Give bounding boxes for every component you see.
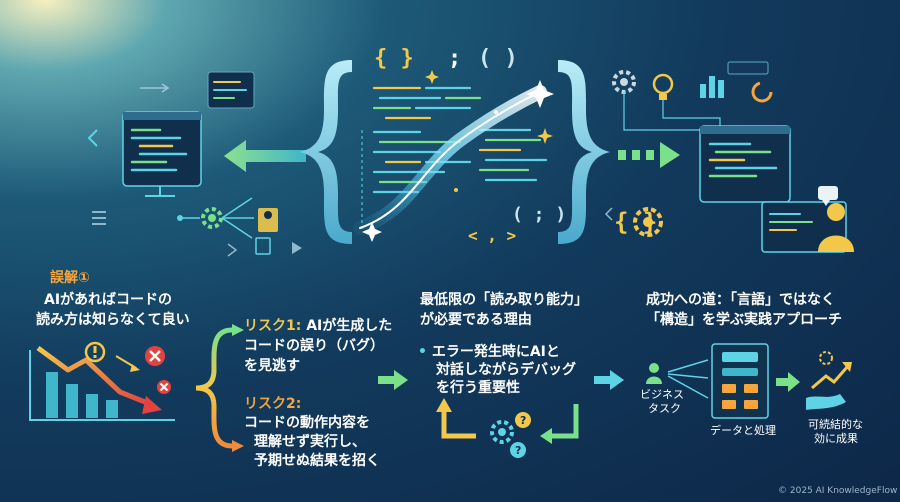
parens-glyph: ( ) bbox=[478, 46, 518, 71]
arrow-left-icon bbox=[224, 140, 306, 172]
semicolon-glyph: ; bbox=[448, 46, 462, 71]
result-label1: 可続結的な bbox=[808, 418, 863, 431]
success-title1: 成功への道：「言語」ではなく bbox=[646, 292, 835, 308]
pie-chart-icon bbox=[751, 81, 773, 103]
svg-text:?: ? bbox=[515, 444, 521, 457]
misconception-line2: 読み方は知らなくて良い bbox=[36, 312, 190, 328]
arrow-right-icon bbox=[594, 370, 624, 390]
risk2-label: リスク2: bbox=[244, 396, 302, 412]
gear-braces-icon bbox=[633, 207, 663, 237]
chevron-left-icon bbox=[87, 129, 98, 147]
left-small-window bbox=[207, 71, 255, 109]
gear-icon bbox=[612, 70, 636, 94]
result-label2: 効に成果 bbox=[814, 432, 858, 445]
angle-comma-glyph: < , > bbox=[468, 226, 517, 245]
arrow-right-icon bbox=[378, 370, 408, 390]
warning-icon bbox=[84, 341, 106, 363]
risk1-line2: コードの誤り（バグ） bbox=[244, 338, 384, 354]
right-brace-shape bbox=[558, 60, 610, 244]
sparkle-icon bbox=[362, 80, 554, 242]
left-brace-shape bbox=[300, 60, 352, 244]
svg-text:?: ? bbox=[520, 414, 526, 427]
reading-bullet-line3: を行う重要性 bbox=[436, 380, 520, 396]
risk1-text1: AIが生成した bbox=[306, 318, 393, 334]
left-code-window bbox=[122, 111, 202, 197]
copyright-text: © 2025 AI KnowledgeFlow bbox=[778, 486, 898, 496]
reading-bullet-line1: • エラー発生時にAIと bbox=[418, 344, 560, 360]
file-icon bbox=[255, 237, 271, 255]
play-icon bbox=[292, 242, 302, 254]
user-document-icon bbox=[258, 208, 278, 232]
arrow-right-dashed-icon bbox=[618, 142, 680, 168]
gear-braces-glyph: { } bbox=[614, 208, 658, 236]
reading-title1: 最低限の「読み取り能力」 bbox=[420, 292, 588, 308]
user-at-desk-icon bbox=[761, 186, 854, 253]
paren-semicolon-glyph: ( ; ) bbox=[512, 204, 567, 225]
success-title2: 「構造」を学ぶ実践アプローチ bbox=[646, 312, 842, 328]
business-label1: ビジネス bbox=[640, 388, 684, 401]
split-bracket bbox=[195, 327, 235, 449]
right-code-window bbox=[699, 125, 791, 203]
risk1-line3: を見逃す bbox=[244, 358, 300, 374]
business-label2: タスク bbox=[648, 402, 681, 415]
error-icon bbox=[157, 380, 171, 394]
flowchart-icon bbox=[711, 343, 769, 419]
growth-hand-icon bbox=[806, 351, 852, 410]
misconception-heading: 誤解① bbox=[50, 270, 90, 286]
arrow-right-icon bbox=[776, 372, 800, 392]
lightbulb-icon bbox=[652, 73, 674, 100]
risk2-line2: 理解せず実行し、 bbox=[254, 434, 366, 450]
gear-icon bbox=[201, 207, 223, 229]
reading-bullet-line2: 対話しながらデバッグ bbox=[436, 362, 576, 378]
risk1-label: リスク1: bbox=[244, 318, 302, 334]
error-icon bbox=[145, 346, 165, 366]
risk1-block: リスク1: AIが生成した bbox=[244, 316, 392, 336]
risk2-line3: 予期せぬ結果を招く bbox=[254, 453, 380, 469]
declining-bar-chart-icon bbox=[29, 345, 175, 421]
business-user-icon bbox=[646, 363, 662, 384]
debug-cycle-icon bbox=[436, 398, 579, 458]
misconception-line1: AIがあればコードの bbox=[44, 292, 173, 308]
data-processing-label: データと処理 bbox=[710, 424, 776, 437]
braces-glyph: { } bbox=[374, 46, 414, 71]
bar-chart-icon bbox=[700, 76, 724, 98]
risk2-line1: コードの動作内容を bbox=[244, 415, 370, 431]
bullet-dot-icon: • bbox=[418, 344, 427, 360]
reading-title2: が必要である理由 bbox=[420, 312, 532, 328]
